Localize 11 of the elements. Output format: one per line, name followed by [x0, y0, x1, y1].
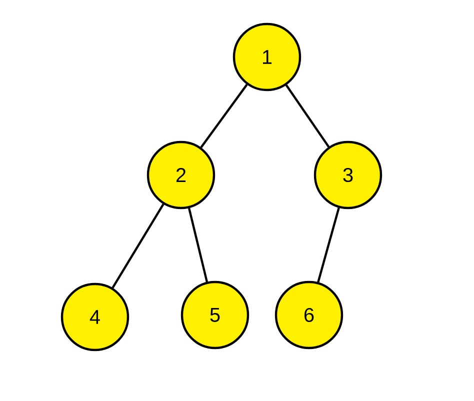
tree-node: 1	[232, 22, 302, 92]
connector-line	[112, 204, 164, 288]
connector-line	[188, 208, 208, 282]
tree-node: 2	[146, 140, 216, 210]
tree-node: 3	[314, 140, 382, 210]
connector-line	[200, 84, 248, 148]
tree-node: 4	[60, 282, 130, 352]
tree-node: 6	[274, 280, 344, 350]
connector-line	[285, 84, 330, 148]
tree-node: 5	[180, 280, 250, 350]
connector-line	[317, 208, 340, 282]
